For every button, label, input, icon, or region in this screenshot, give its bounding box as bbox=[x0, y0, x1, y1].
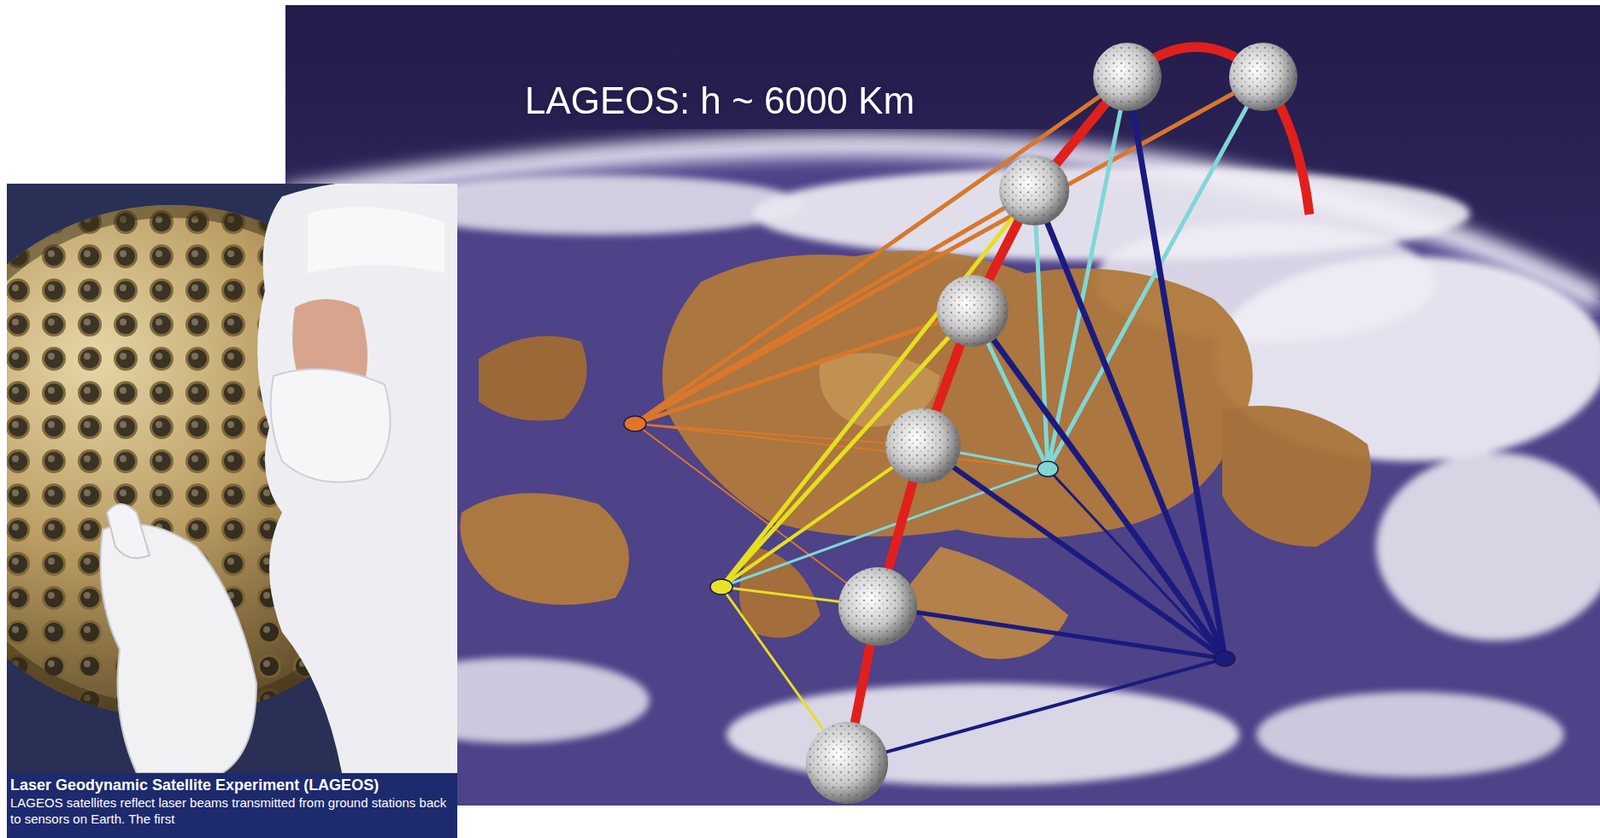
caption-heading: Laser Geodynamic Satellite Experiment (L… bbox=[10, 776, 451, 795]
lageos-satellites bbox=[805, 42, 1298, 805]
photo-caption: Laser Geodynamic Satellite Experiment (L… bbox=[10, 776, 451, 828]
orbit-track bbox=[847, 47, 1310, 764]
lageos-photo bbox=[6, 183, 458, 838]
slide-title: LAGEOS: h ~ 6000 Km bbox=[524, 78, 915, 124]
laser-links bbox=[635, 76, 1264, 764]
caption-body: LAGEOS satellites reflect laser beams tr… bbox=[10, 794, 451, 828]
earth-panel bbox=[285, 5, 1600, 806]
